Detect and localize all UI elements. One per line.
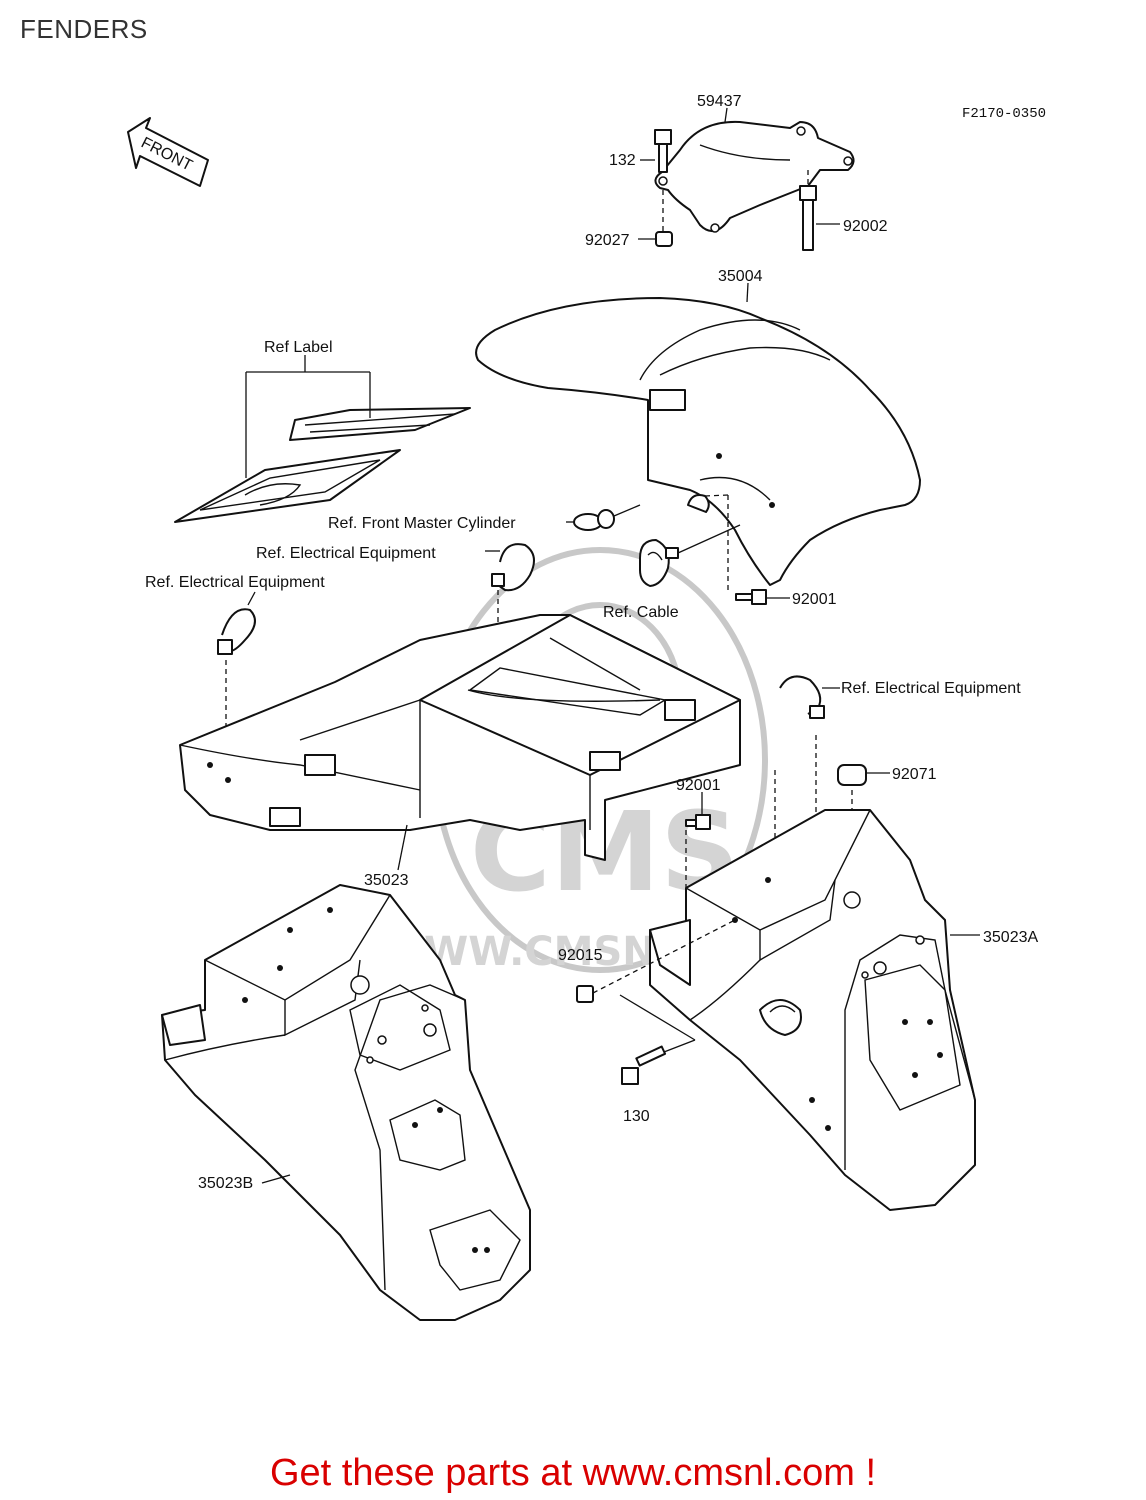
label-ref-electrical-equipment-1: Ref. Electrical Equipment [256, 545, 436, 562]
label-ref-electrical-equipment-3: Ref. Electrical Equipment [841, 680, 1021, 697]
bolt-92001-front [735, 589, 767, 605]
bolt-92015 [576, 919, 736, 1003]
label-ref-front-master-cylinder: Ref. Front Master Cylinder [328, 515, 516, 532]
front-fender-35004 [475, 297, 921, 586]
ref-label-decals [174, 355, 471, 523]
label-92002: 92002 [843, 218, 888, 235]
label-35004: 35004 [718, 268, 763, 285]
label-92027: 92027 [585, 232, 630, 249]
label-ref-electrical-equipment-2: Ref. Electrical Equipment [145, 574, 325, 591]
label-ref-label: Ref Label [264, 339, 333, 356]
clamp-ref-electrical-1 [491, 543, 535, 630]
clamp-ref-cable [639, 524, 741, 587]
label-35023A: 35023A [983, 929, 1038, 946]
label-59437: 59437 [697, 93, 742, 110]
page-title: FENDERS [20, 14, 148, 44]
clamp-ref-electrical-3 [774, 675, 825, 840]
label-35023B: 35023B [198, 1175, 253, 1192]
front-arrow-icon: FRONT [127, 117, 209, 187]
label-130: 130 [623, 1108, 650, 1125]
label-132: 132 [609, 152, 636, 169]
clamp-front-master-cylinder [573, 504, 641, 531]
label-ref-cable: Ref. Cable [603, 604, 679, 621]
rear-fender-35023A [649, 809, 980, 1211]
rear-fender-35023B [161, 884, 531, 1321]
nut-92027 [655, 231, 673, 247]
bolt-92002 [799, 170, 817, 251]
footer-promo-link[interactable]: Get these parts at www.cmsnl.com ! [269, 1452, 877, 1494]
bracket-59437 [654, 120, 855, 233]
figure-code: F2170-0350 [962, 106, 1046, 122]
inner-fender-35023 [179, 614, 741, 871]
label-92071: 92071 [892, 766, 937, 783]
clamp-small-top [687, 494, 729, 590]
part-labels: 59437 132 92027 92002 35004 Ref Label Re… [145, 93, 1038, 1192]
bolt-130 [619, 994, 696, 1085]
leader-lines [247, 107, 890, 815]
label-92001-b: 92001 [676, 777, 721, 794]
bolt-92001-middle [685, 814, 711, 935]
clamp-ref-electrical-2 [217, 608, 256, 770]
parts-diagram: CMS WWW.CMSNL.COM FRONT F2170-0350 [127, 93, 1046, 1321]
label-92001-a: 92001 [792, 591, 837, 608]
bolt-132 [654, 129, 672, 232]
label-35023: 35023 [364, 872, 409, 889]
label-92015: 92015 [558, 947, 603, 964]
